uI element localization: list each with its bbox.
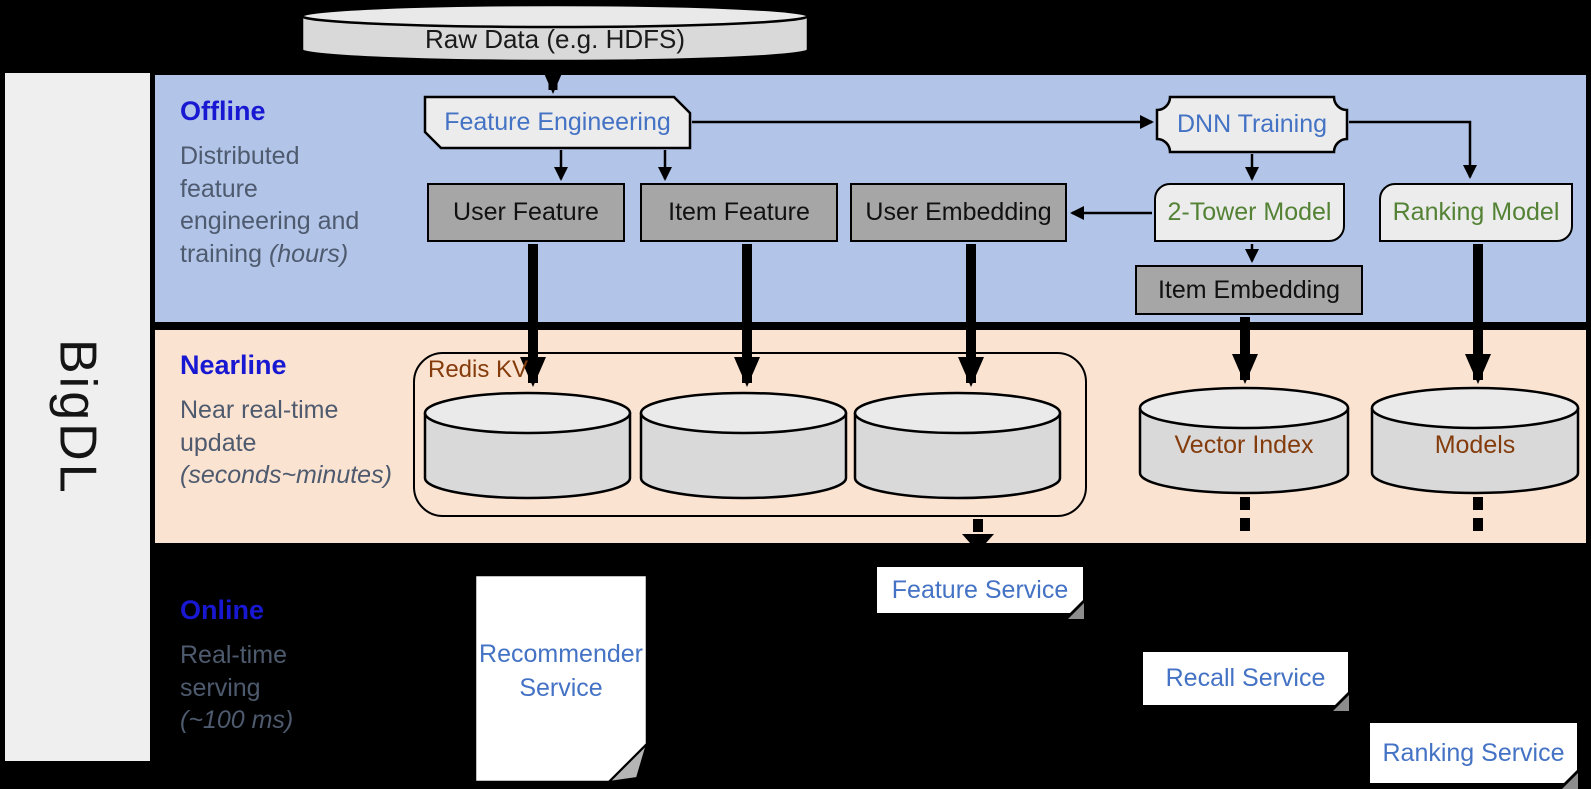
raw-data-label: Raw Data (e.g. HDFS) bbox=[424, 23, 686, 54]
ranking-model-node: Ranking Model bbox=[1379, 183, 1573, 242]
recommender-service-label: Recommender Service bbox=[479, 640, 643, 702]
item-embedding-node: Item Embedding bbox=[1135, 265, 1363, 315]
online-description: Real-time serving (~100 ms) bbox=[180, 641, 294, 734]
recall-service-node: Recall Service bbox=[1143, 652, 1348, 705]
nearline-title: Nearline bbox=[180, 350, 287, 380]
online-title: Online bbox=[180, 595, 265, 625]
redis-kv-container bbox=[413, 352, 1087, 517]
two-tower-model-node: 2-Tower Model bbox=[1154, 183, 1345, 242]
user-embedding-node: User Embedding bbox=[850, 183, 1067, 242]
brand-sidebar: BigDL bbox=[5, 73, 150, 761]
raw-data-cylinder bbox=[300, 3, 810, 63]
ranking-service-node: Ranking Service bbox=[1370, 723, 1577, 783]
ranking-service-fold-icon bbox=[1562, 773, 1578, 789]
recall-service-fold-icon bbox=[1333, 695, 1349, 711]
item-feature-node: Item Feature bbox=[640, 183, 838, 242]
offline-title: Offline bbox=[180, 96, 266, 126]
feature-service-fold-icon bbox=[1068, 603, 1084, 619]
recommender-service-document bbox=[473, 573, 649, 784]
offline-description: Distributed feature engineering and trai… bbox=[180, 142, 360, 268]
user-feature-node: User Feature bbox=[427, 183, 625, 242]
nearline-description: Near real-time update (seconds~minutes) bbox=[180, 396, 392, 489]
brand-label: BigDL bbox=[48, 338, 107, 496]
feature-service-node: Feature Service bbox=[877, 567, 1083, 613]
